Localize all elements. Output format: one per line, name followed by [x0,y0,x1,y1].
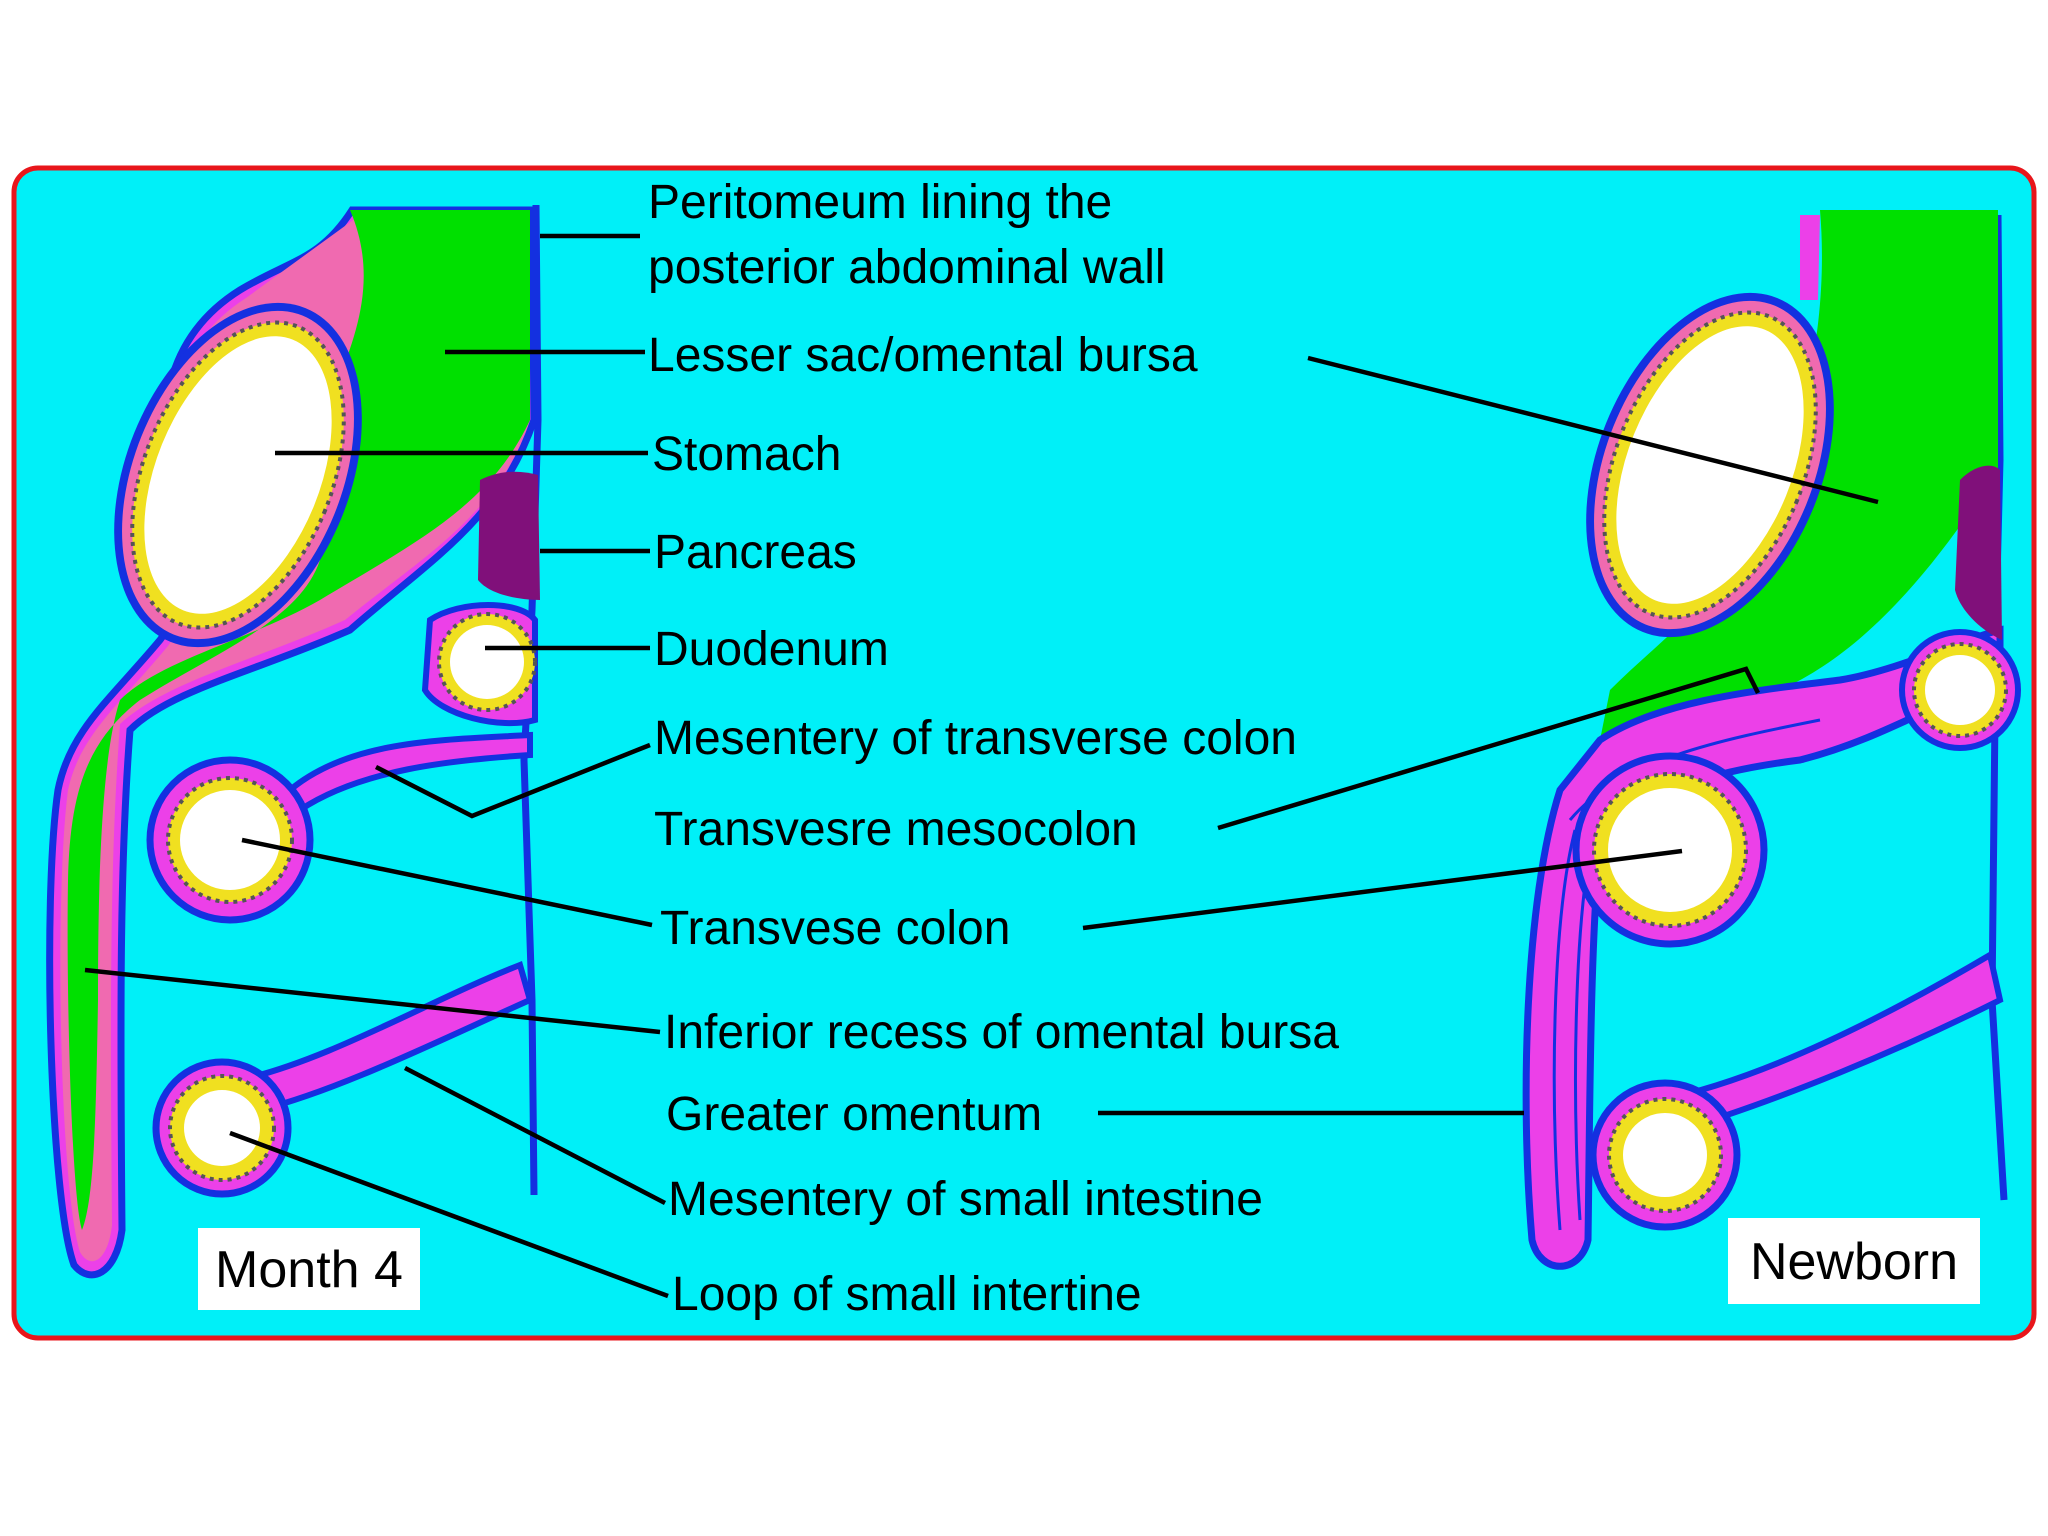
label-mesentery-transverse-colon: Mesentery of transverse colon [654,712,1297,765]
label-transverse-colon: Transvese colon [660,902,1010,955]
stage-label-month4: Month 4 [198,1228,420,1310]
duodenum-right [1902,632,2018,748]
stage-text-month4: Month 4 [215,1241,403,1299]
duodenum-left [425,605,535,723]
stage-text-newborn: Newborn [1750,1233,1958,1291]
transverse-colon-left [150,760,310,920]
transverse-colon-right [1576,756,1764,944]
small-intestine-loop-right [1593,1083,1737,1227]
label-transverse-mesocolon: Transvesre mesocolon [654,803,1138,856]
stomach-mesentery-right [1800,215,1820,300]
label-mesentery-small-intestine: Mesentery of small intestine [668,1173,1263,1226]
label-loop-small-intestine: Loop of small intertine [672,1268,1142,1321]
label-duodenum: Duodenum [654,623,889,676]
stage-label-newborn: Newborn [1728,1218,1980,1304]
label-stomach: Stomach [652,428,841,481]
label-lesser-sac: Lesser sac/omental bursa [648,329,1198,382]
small-intestine-loop-left [156,1062,288,1194]
label-pancreas: Pancreas [654,526,857,579]
label-greater-omentum: Greater omentum [666,1088,1042,1141]
pancreas-left [478,472,540,600]
label-inferior-recess: Inferior recess of omental bursa [664,1006,1339,1059]
label-peritoneum-line2: posterior abdominal wall [648,241,1166,294]
label-peritoneum-line1: Peritomeum lining the [648,176,1112,229]
